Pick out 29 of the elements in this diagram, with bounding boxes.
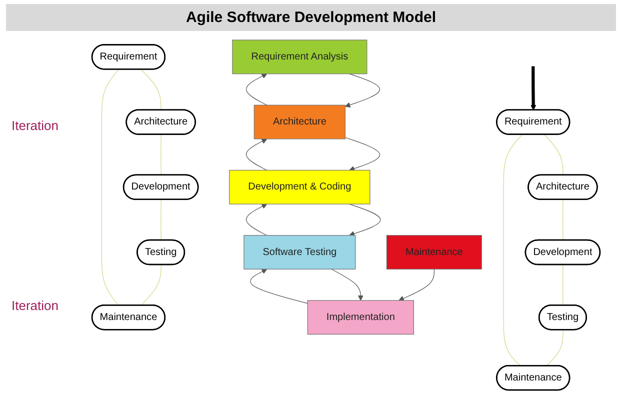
arrow (331, 268, 364, 301)
arrow (344, 74, 380, 108)
connector (160, 134, 162, 176)
node-box: Implementation (307, 300, 414, 335)
connector (546, 330, 564, 366)
connector (562, 264, 564, 306)
title: Agile Software Development Model (6, 4, 616, 31)
arrow (246, 204, 268, 236)
arrow (398, 268, 434, 301)
arrow (250, 268, 308, 304)
cycle-label: Iteration (10, 118, 60, 132)
cycle-label: Iteration (10, 298, 60, 312)
node-box: Requirement Analysis (232, 40, 368, 74)
connector (562, 199, 564, 241)
connector (140, 264, 162, 306)
connector (160, 199, 162, 241)
connector (140, 69, 162, 110)
connector (503, 134, 523, 366)
arrow (246, 74, 268, 106)
connector (101, 69, 120, 306)
node-box: Software Testing (244, 235, 356, 270)
arrow (349, 204, 381, 236)
node-box: Architecture (254, 104, 346, 140)
node-box: Development & Coding (229, 170, 370, 204)
arrow (246, 138, 268, 171)
connector (544, 134, 564, 176)
arrow (344, 137, 380, 172)
arrow (530, 66, 536, 110)
node-box: Maintenance (386, 235, 482, 270)
